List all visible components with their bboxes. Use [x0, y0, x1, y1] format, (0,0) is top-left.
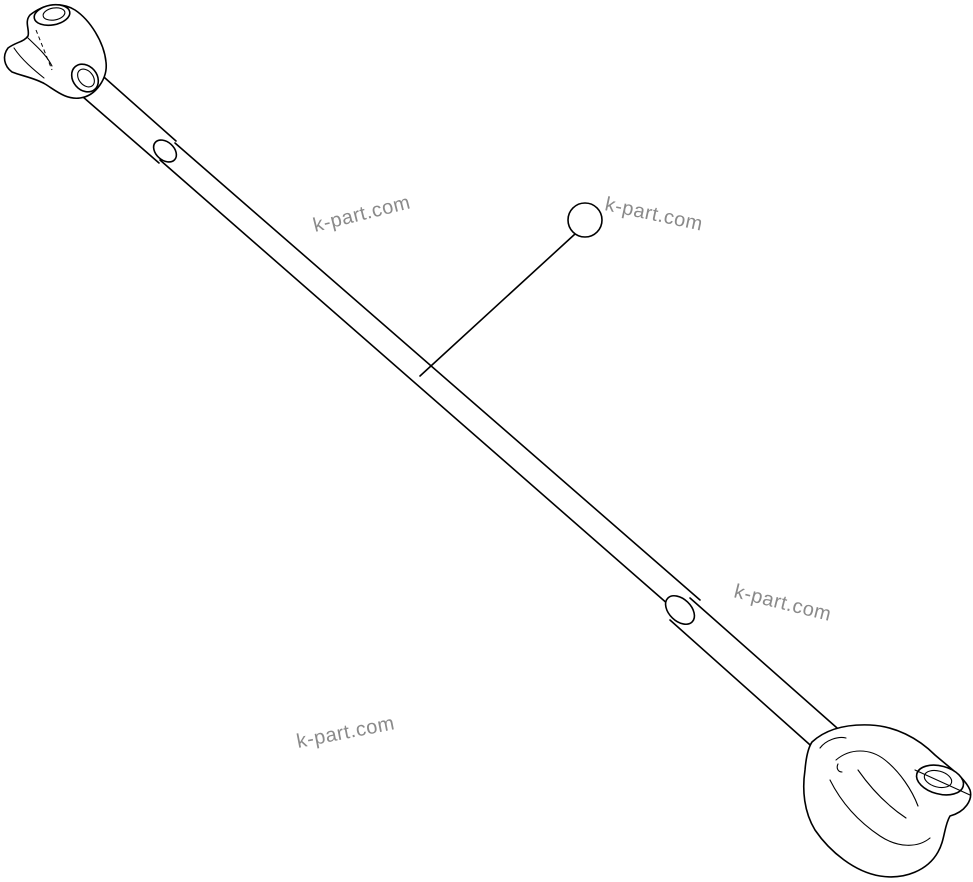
- lower-sleeve: [664, 594, 846, 753]
- watermark-1: k-part.com: [311, 191, 413, 236]
- watermark-3: k-part.com: [732, 581, 834, 626]
- upper-sleeve: [74, 69, 178, 164]
- watermark-2: k-part.com: [603, 193, 705, 235]
- callout-balloon: [567, 202, 603, 238]
- watermark-4: k-part.com: [295, 712, 397, 753]
- watermarks: k-part.com k-part.com k-part.com k-part.…: [295, 191, 834, 752]
- rod-shaft: [159, 142, 701, 613]
- lower-clevis: [802, 724, 972, 878]
- upper-clevis: [3, 3, 107, 100]
- callout: [419, 202, 603, 377]
